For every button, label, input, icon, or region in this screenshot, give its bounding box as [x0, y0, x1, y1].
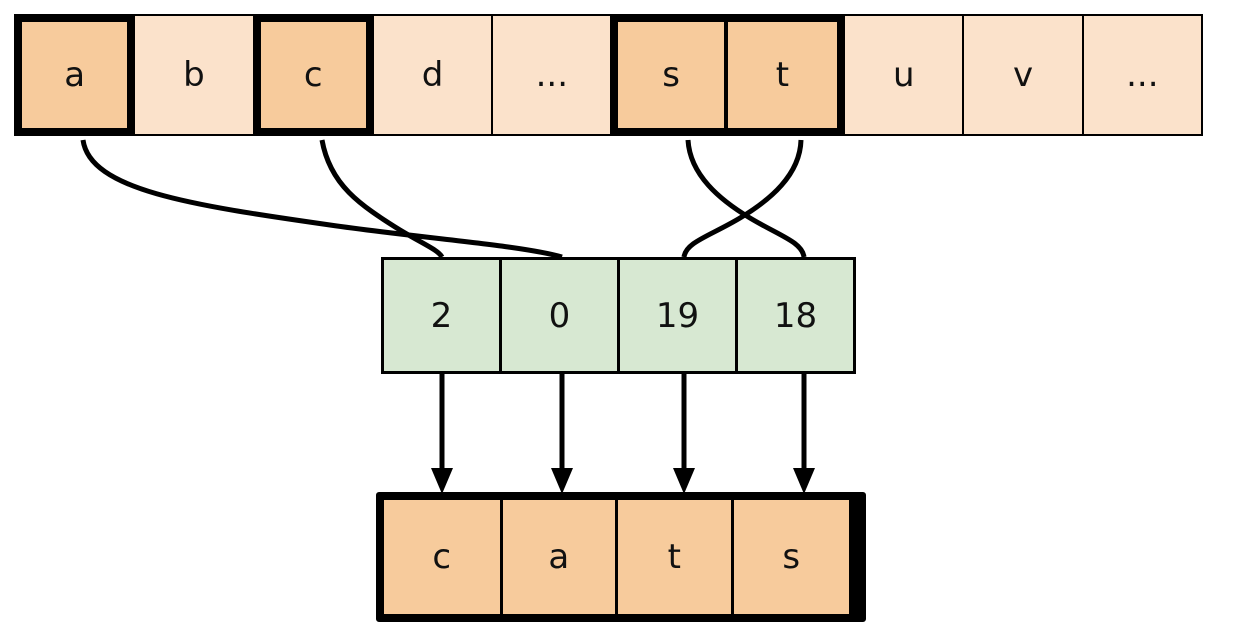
index-cell-label: 19 — [655, 295, 700, 336]
alphabet-cell-label: d — [421, 55, 444, 95]
alphabet-cell-label: t — [775, 55, 790, 95]
index-cell-3[interactable]: 18 — [735, 257, 856, 374]
alphabet-cell-c[interactable]: c — [252, 14, 374, 136]
alphabet-cell-s[interactable]: s — [610, 14, 732, 136]
alphabet-cell-u[interactable]: u — [843, 14, 965, 136]
curve-a-to-index-0 — [80, 139, 563, 260]
alphabet-cell-label: b — [183, 55, 205, 95]
output-cell-1[interactable]: a — [499, 500, 618, 614]
alphabet-cell-ellipsis-1[interactable]: ... — [491, 14, 613, 136]
curve-t-to-index-19 — [681, 139, 804, 258]
output-array: c a t s — [376, 492, 866, 622]
alphabet-cell-label: u — [892, 55, 915, 95]
alphabet-cell-v[interactable]: v — [962, 14, 1084, 136]
index-array: 2 0 19 18 — [381, 257, 865, 374]
alphabet-cell-b[interactable]: b — [133, 14, 255, 136]
curve-s-to-index-18 — [685, 139, 807, 258]
index-cell-label: 2 — [430, 295, 453, 336]
index-cell-2[interactable]: 19 — [617, 257, 738, 374]
arrow-head-index1-to-output1 — [551, 468, 573, 494]
output-cell-label: c — [432, 537, 452, 577]
output-cell-2[interactable]: t — [615, 500, 734, 614]
alphabet-cell-label: v — [1012, 55, 1034, 95]
alphabet-cell-label: s — [662, 55, 680, 95]
output-cell-0[interactable]: c — [384, 500, 503, 614]
alphabet-cell-t[interactable]: t — [723, 14, 846, 136]
alphabet-cell-label: a — [64, 55, 86, 95]
output-cell-3[interactable]: s — [730, 500, 849, 614]
alphabet-cell-label: c — [303, 55, 323, 95]
arrow-head-index2-to-output2 — [673, 468, 695, 494]
alphabet-array: a b c d ... s t u v ... — [14, 14, 1227, 136]
index-cell-label: 18 — [773, 295, 818, 336]
output-cell-label: a — [548, 537, 570, 577]
index-cell-0[interactable]: 2 — [381, 257, 502, 374]
alphabet-cell-d[interactable]: d — [371, 14, 494, 136]
curve-c-to-index-2 — [319, 139, 445, 259]
output-cell-label: t — [667, 537, 681, 577]
index-cell-label: 0 — [548, 295, 571, 336]
alphabet-cell-label: ... — [535, 55, 569, 95]
index-cell-1[interactable]: 0 — [499, 257, 620, 374]
alphabet-cell-a[interactable]: a — [14, 14, 136, 136]
alphabet-cell-label: ... — [1126, 55, 1159, 95]
arrow-head-index3-to-output3 — [793, 468, 815, 494]
output-cell-label: s — [782, 537, 801, 577]
arrow-head-index0-to-output0 — [431, 468, 453, 494]
alphabet-cell-ellipsis-2[interactable]: ... — [1081, 14, 1203, 136]
